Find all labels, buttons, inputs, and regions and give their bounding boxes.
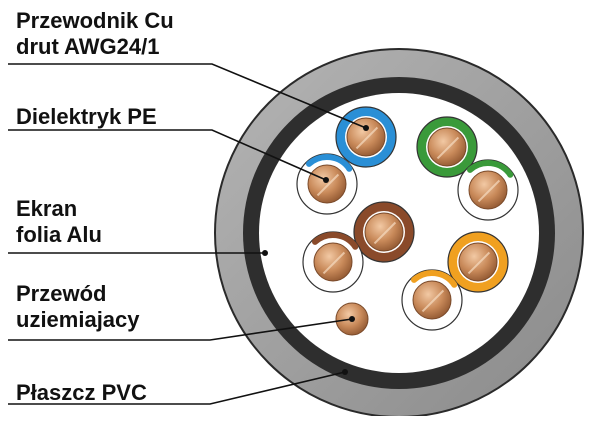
label-ground-wire: Przewód uziemiajacy	[16, 281, 140, 333]
label-ground-wire-line1: Przewód	[16, 281, 107, 306]
label-ground-wire-line2: uziemiajacy	[16, 307, 140, 332]
dot-ground	[349, 316, 355, 322]
wire-white-brown-copper-core	[313, 242, 353, 282]
wire-white-blue-highlight	[316, 173, 340, 197]
wire-white-orange-highlight	[421, 289, 445, 313]
dot-jacket	[342, 369, 348, 375]
wire-brown-highlight	[373, 221, 397, 245]
wire-blue-highlight	[355, 126, 379, 150]
wire-white-brown-stripe	[312, 232, 359, 250]
wire-orange-copper-core	[458, 242, 498, 282]
wire-white-green-highlight	[477, 179, 501, 203]
wire-brown	[353, 201, 415, 263]
dot-screen	[262, 250, 268, 256]
label-dielectric: Dielektryk PE	[16, 104, 157, 130]
wire-blue	[335, 106, 397, 168]
label-screen: Ekran folia Alu	[16, 196, 102, 248]
wire-green-highlight	[436, 136, 460, 160]
wire-white-orange-copper-core	[412, 280, 452, 320]
label-conductor-line2: drut AWG24/1	[16, 34, 160, 59]
label-jacket: Płaszcz PVC	[16, 380, 147, 406]
wire-orange	[447, 231, 509, 293]
leader-line-conductor	[8, 63, 367, 129]
dot-conductor	[363, 125, 369, 131]
leader-line-jacket	[8, 371, 346, 405]
wire-brown-copper-core	[364, 212, 404, 252]
wire-white-green	[457, 159, 519, 221]
wire-white-green-copper-core	[468, 170, 508, 210]
label-screen-line2: folia Alu	[16, 222, 102, 247]
dot-dielectric	[323, 177, 329, 183]
wire-green-copper-core	[427, 127, 467, 167]
leader-lines	[8, 63, 367, 405]
wire-orange-highlight	[467, 251, 491, 275]
leader-line-ground	[8, 318, 353, 341]
label-jacket-line1: Płaszcz PVC	[16, 380, 147, 405]
leader-dots	[262, 125, 369, 375]
wire-white-green-stripe	[467, 160, 514, 178]
label-dielectric-line1: Dielektryk PE	[16, 104, 157, 129]
wire-white-blue-copper-core	[307, 164, 347, 204]
wire-green	[416, 116, 478, 178]
wire-blue-copper-core	[346, 117, 386, 157]
leader-line-dielectric	[8, 129, 327, 181]
wire-white-brown	[302, 231, 364, 293]
wire-white-blue	[296, 153, 358, 215]
wire-white-brown-highlight	[322, 251, 346, 275]
wire-white-orange-stripe	[411, 270, 458, 288]
label-conductor-line1: Przewodnik Cu	[16, 8, 174, 33]
wire-white-blue-stripe	[306, 154, 353, 172]
label-conductor: Przewodnik Cu drut AWG24/1	[16, 8, 174, 60]
label-screen-line1: Ekran	[16, 196, 78, 221]
wire-white-orange	[401, 269, 463, 331]
